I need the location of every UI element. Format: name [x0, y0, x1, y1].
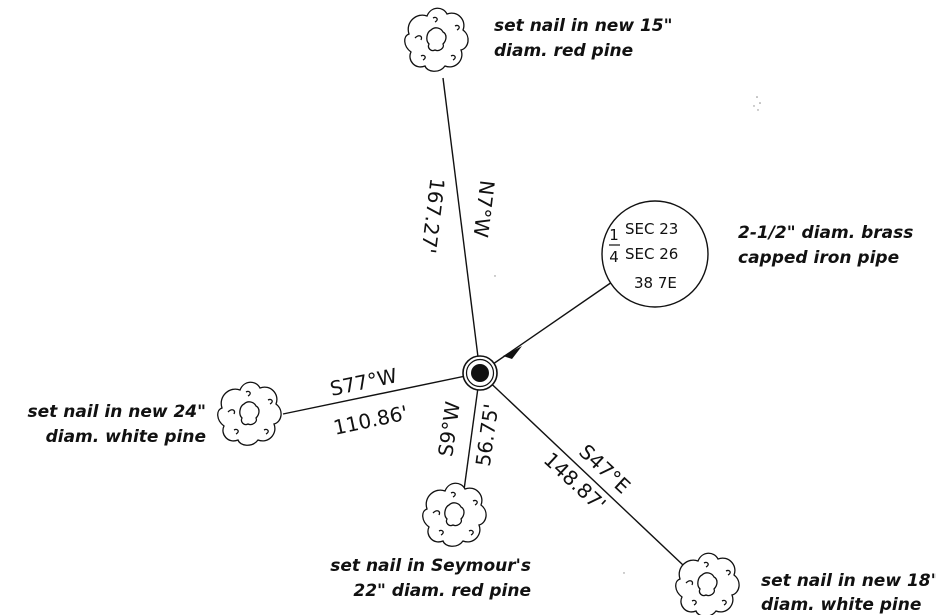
monument-label-line2: capped iron pipe	[738, 248, 899, 268]
brass-cap-detail: 1 4 SEC 23 SEC 26 38 7E	[601, 200, 709, 308]
center-monument-symbol	[462, 355, 498, 391]
line-north	[442, 77, 481, 374]
cap-fraction-numerator: 1	[609, 226, 619, 244]
bearing-south: S9°W	[433, 400, 464, 458]
bearing-west: S77°W	[328, 363, 400, 401]
tree-label-west-line2: diam. white pine	[46, 427, 206, 447]
distance-south: 56.75'	[471, 402, 504, 467]
tree-label-south-line2: 22" diam. red pine	[353, 581, 531, 601]
line-south	[463, 372, 481, 491]
tree-icon-north	[404, 7, 469, 72]
bearing-north: N7°W	[469, 179, 500, 239]
tree-label-southeast-line2: diam. white pine	[761, 595, 921, 615]
tree-icon-west	[217, 381, 282, 446]
cap-range: 38 7E	[634, 274, 677, 292]
scan-specks	[494, 96, 761, 574]
tree-icon-south	[422, 482, 487, 547]
distance-north: 167.27'	[416, 177, 449, 255]
tree-label-north-line2: diam. red pine	[494, 41, 633, 61]
monument-label-line1: 2-1/2" diam. brass	[738, 223, 913, 243]
cap-sec-bottom: SEC 26	[625, 245, 678, 263]
leader-to-cap	[479, 281, 613, 374]
distance-west: 110.86'	[331, 401, 410, 440]
line-southeast	[479, 372, 684, 566]
tree-label-southeast-line1: set nail in new 18"	[761, 571, 936, 591]
tree-label-north-line1: set nail in new 15"	[494, 16, 672, 36]
tree-label-south-line1: set nail in Seymour's	[330, 556, 531, 576]
leader-arrowhead	[503, 346, 522, 359]
tree-label-west-line1: set nail in new 24"	[28, 402, 206, 422]
line-west	[282, 372, 481, 415]
cap-fraction-denominator: 4	[609, 248, 619, 266]
tree-icon-southeast	[675, 552, 740, 615]
cap-sec-top: SEC 23	[625, 220, 678, 238]
